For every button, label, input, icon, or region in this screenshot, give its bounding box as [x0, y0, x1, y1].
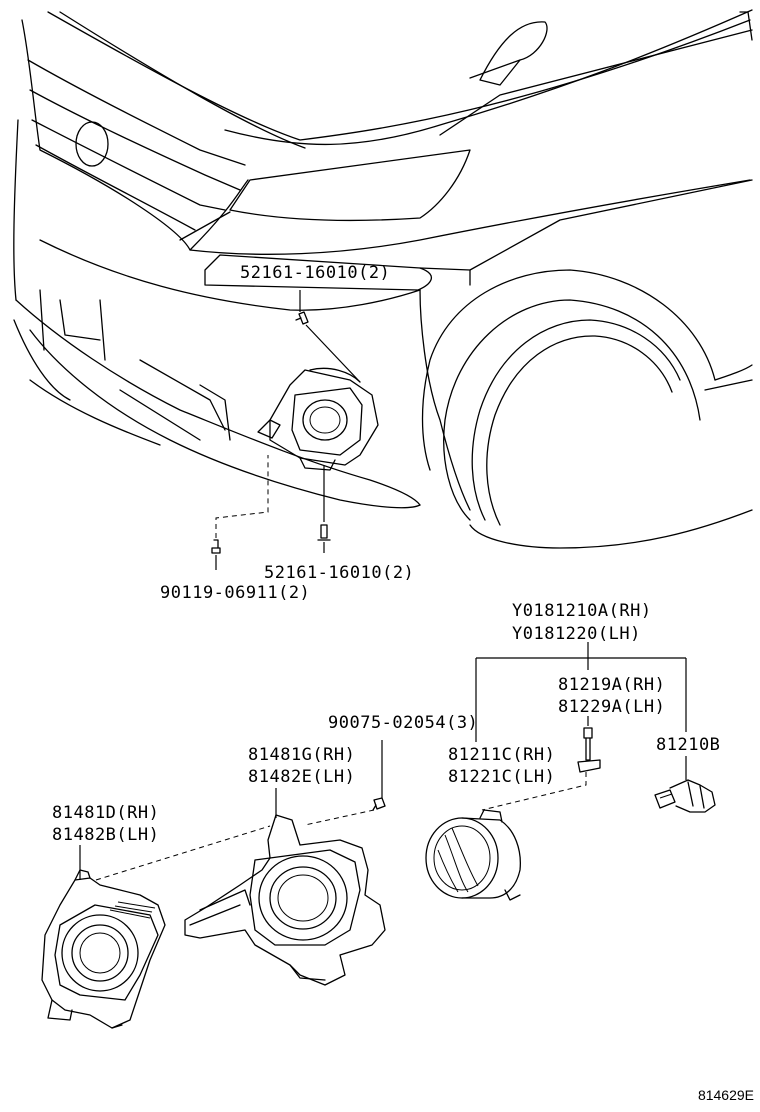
label-lamp-rh: 81211C(RH) [448, 745, 555, 765]
label-cover-lh: 81482B(LH) [52, 825, 159, 845]
label-clip-upper: 52161-16010(2) [240, 263, 390, 283]
clip-lower-icon [317, 524, 331, 541]
label-bracket-rh: 81481G(RH) [248, 745, 355, 765]
clip-upper-icon [295, 311, 309, 325]
label-bulb: 81210B [656, 735, 720, 755]
fog-lamp-bracket-icon [184, 814, 386, 986]
label-lamp-assy-rh: Y0181210A(RH) [512, 601, 652, 621]
diagram-code: 814629E [698, 1087, 754, 1103]
label-clip-lower: 52161-16010(2) [264, 563, 414, 583]
bulb-socket-icon [577, 727, 601, 773]
label-lamp-lh: 81221C(LH) [448, 767, 555, 787]
lamp-assy-leader-tree [475, 642, 687, 742]
screw-cover-icon [372, 797, 386, 811]
label-cover-rh: 81481D(RH) [52, 803, 159, 823]
label-screw-bumper: 90119-06911(2) [160, 583, 310, 603]
vehicle-front-outline [13, 9, 753, 549]
fog-lamp-unit-icon [425, 809, 521, 901]
label-screw-cover: 90075-02054(3) [328, 713, 478, 733]
label-socket-rh: 81219A(RH) [558, 675, 665, 695]
bulb-icon [654, 779, 716, 813]
label-bracket-lh: 81482E(LH) [248, 767, 355, 787]
fog-lamp-cover-icon [41, 869, 166, 1029]
label-lamp-assy-lh: Y0181220(LH) [512, 624, 641, 644]
screw-bumper-icon [211, 539, 221, 554]
label-socket-lh: 81229A(LH) [558, 697, 665, 717]
